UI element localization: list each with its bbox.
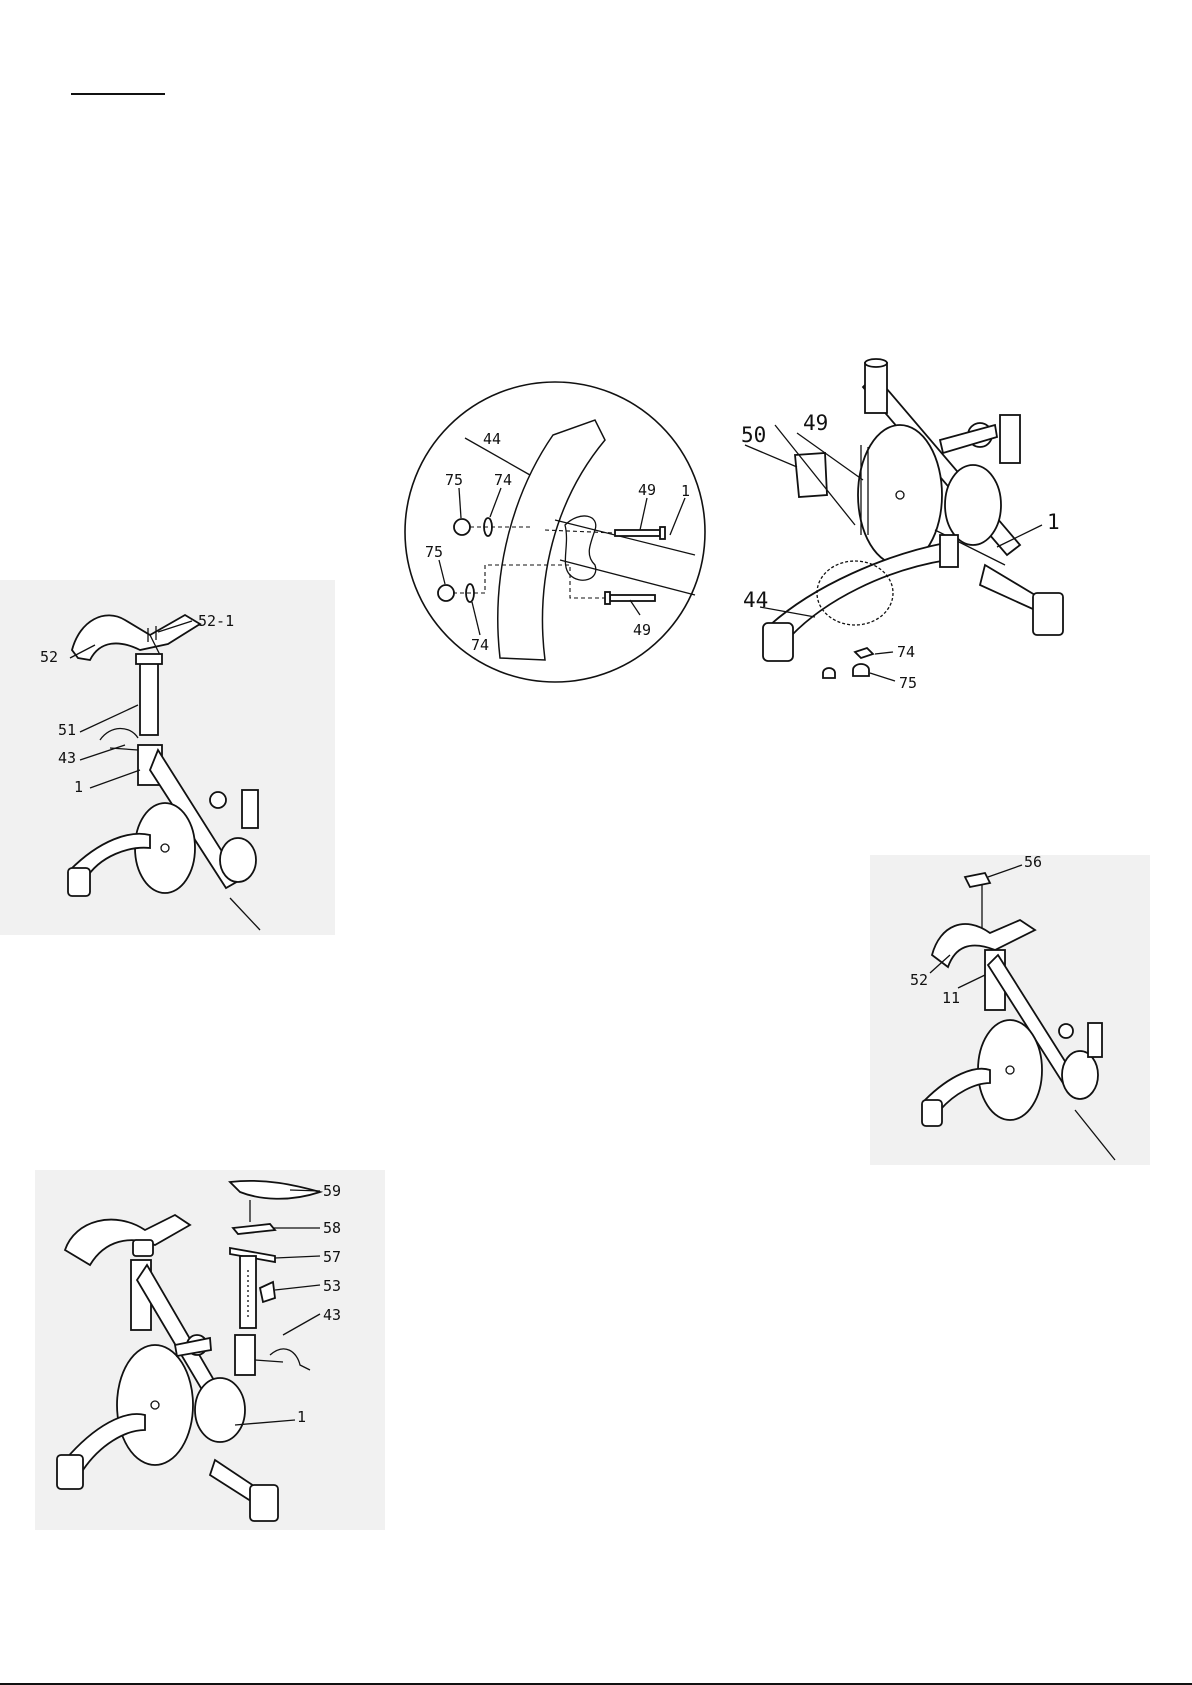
- label-cover: 50: [741, 423, 766, 447]
- label-post: 51: [58, 721, 76, 739]
- label-frame: 1: [681, 482, 690, 500]
- figure-handlebar-post: 52-1 52 51 43 1: [0, 580, 335, 935]
- label-post: 11: [942, 989, 960, 1007]
- label-washer-top: 74: [494, 471, 512, 489]
- figure-front-stabilizer: 50 49 1 44 74 75: [735, 355, 1080, 715]
- label-frame: 1: [1047, 510, 1060, 534]
- label-top-part: 56: [1024, 855, 1042, 871]
- label-cap: 75: [899, 674, 917, 692]
- figure-seat-assembly: 59 58 57 53 43 1: [35, 1170, 385, 1530]
- label-bolt-bottom: 49: [633, 621, 651, 639]
- label-handlebar: 52: [910, 971, 928, 989]
- label-washer: 74: [897, 643, 915, 661]
- label-stabilizer: 44: [483, 430, 501, 448]
- label-bolts: 49: [803, 411, 828, 435]
- label-bolt-top: 49: [638, 481, 656, 499]
- label-cap-top: 75: [445, 471, 463, 489]
- label-handlebar: 52: [40, 648, 58, 666]
- figure-stabilizer-detail: 44 75 74 49 1 75 74 49: [395, 380, 715, 685]
- label-handlebar-bolts: 52-1: [198, 612, 234, 630]
- label-washer-bottom: 74: [471, 636, 489, 654]
- label-stabilizer: 44: [743, 588, 768, 612]
- label-knob: 43: [58, 749, 76, 767]
- figure-handlebar-top: 56 52 11: [870, 855, 1150, 1165]
- heading-underline: [71, 93, 165, 95]
- label-cap-bottom: 75: [425, 543, 443, 561]
- label-seat-bracket: 57: [323, 1248, 341, 1266]
- label-frame: 1: [297, 1408, 306, 1426]
- label-seat: 59: [323, 1182, 341, 1200]
- label-pop-pin: 43: [323, 1306, 341, 1324]
- label-knob: 53: [323, 1277, 341, 1295]
- label-frame: 1: [74, 778, 83, 796]
- label-slider: 58: [323, 1219, 341, 1237]
